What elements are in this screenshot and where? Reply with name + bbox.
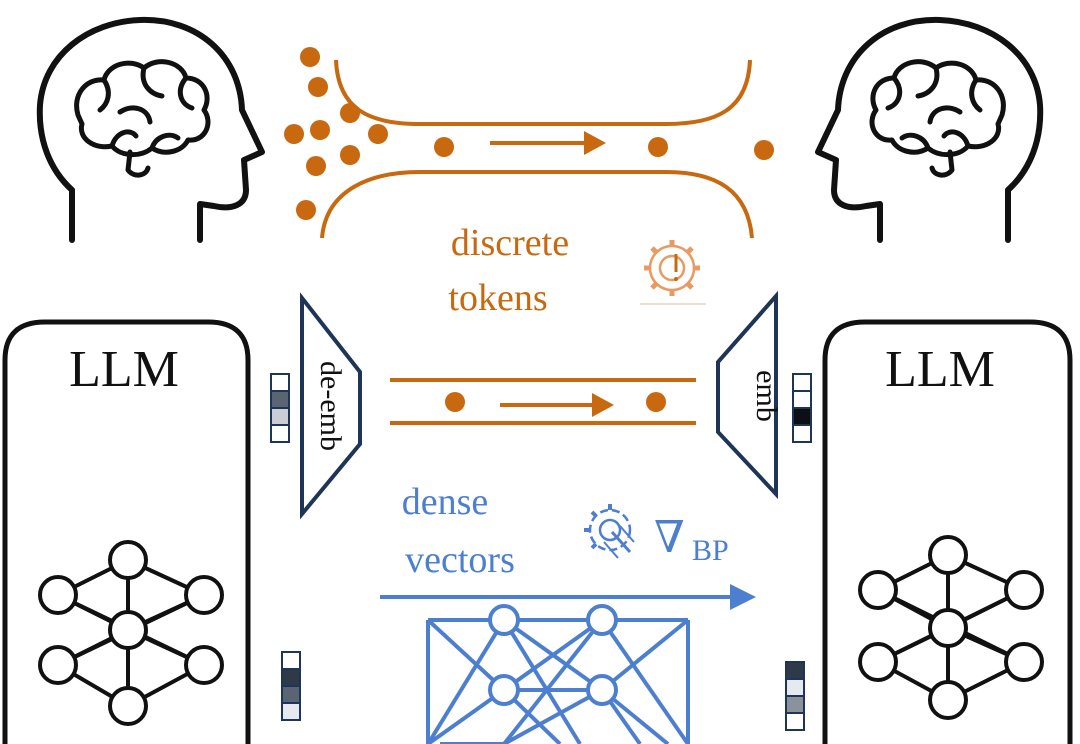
discrete-tokens-label-line1: discrete bbox=[451, 222, 569, 264]
vector-column-right-lower bbox=[785, 661, 805, 731]
emb-block: emb bbox=[716, 290, 783, 500]
token-dot bbox=[646, 392, 666, 412]
network-node bbox=[586, 604, 618, 636]
llm-right-label: LLM bbox=[885, 341, 995, 398]
token-dot bbox=[754, 140, 774, 160]
vector-column-left-lower bbox=[281, 651, 301, 721]
discrete-tokens-label-line2: tokens bbox=[448, 277, 547, 319]
network-node bbox=[488, 674, 520, 706]
flow-arrow-head bbox=[584, 131, 606, 155]
gear-warning-icon bbox=[640, 240, 706, 305]
de-emb-block: de-emb bbox=[300, 292, 362, 520]
human-head-right-icon bbox=[815, 16, 1044, 243]
network-node bbox=[488, 604, 520, 636]
emb-label: emb bbox=[750, 370, 783, 422]
dense-flow-arrow bbox=[380, 584, 756, 610]
token-dot bbox=[300, 47, 320, 67]
neural-network-right-icon bbox=[858, 535, 1044, 720]
token-dot bbox=[340, 103, 360, 123]
channel-curve-lower bbox=[320, 170, 754, 239]
gradient-symbol: ∇ bbox=[654, 513, 685, 562]
token-dots-scatter bbox=[284, 47, 388, 220]
neural-network-left-icon bbox=[38, 540, 224, 726]
token-flow-top bbox=[434, 131, 774, 160]
vector-column-left-upper bbox=[270, 373, 290, 443]
brain-right-icon bbox=[869, 59, 1006, 178]
token-dot bbox=[445, 392, 465, 412]
llm-box-left: LLM bbox=[2, 319, 251, 744]
gradient-subscript: BP bbox=[692, 534, 729, 567]
brain-left-icon bbox=[74, 59, 211, 178]
dense-vectors-label-line2: vectors bbox=[405, 539, 515, 581]
channel-curve-upper bbox=[334, 59, 752, 126]
token-dot bbox=[308, 77, 328, 97]
llm-left-label: LLM bbox=[69, 341, 179, 398]
de-emb-label: de-emb bbox=[314, 361, 347, 451]
vector-column-right-upper bbox=[792, 373, 812, 443]
llm-box-right: LLM bbox=[822, 319, 1073, 744]
dense-neural-network bbox=[426, 604, 690, 744]
human-head-left-icon bbox=[36, 16, 265, 243]
token-dot bbox=[368, 124, 388, 144]
token-dot bbox=[648, 137, 668, 157]
flow-arrow-head bbox=[592, 393, 614, 417]
token-dot bbox=[296, 200, 316, 220]
token-dot bbox=[340, 145, 360, 165]
discrete-channel-middle bbox=[390, 378, 696, 425]
discrete-channel-top bbox=[320, 59, 754, 239]
token-dot bbox=[434, 137, 454, 157]
token-dot bbox=[306, 156, 326, 176]
network-node bbox=[586, 674, 618, 706]
token-dot bbox=[284, 124, 304, 144]
token-dot bbox=[310, 120, 330, 140]
gear-cursor-icon bbox=[584, 504, 635, 559]
dense-vectors-label-line1: dense bbox=[402, 481, 489, 523]
